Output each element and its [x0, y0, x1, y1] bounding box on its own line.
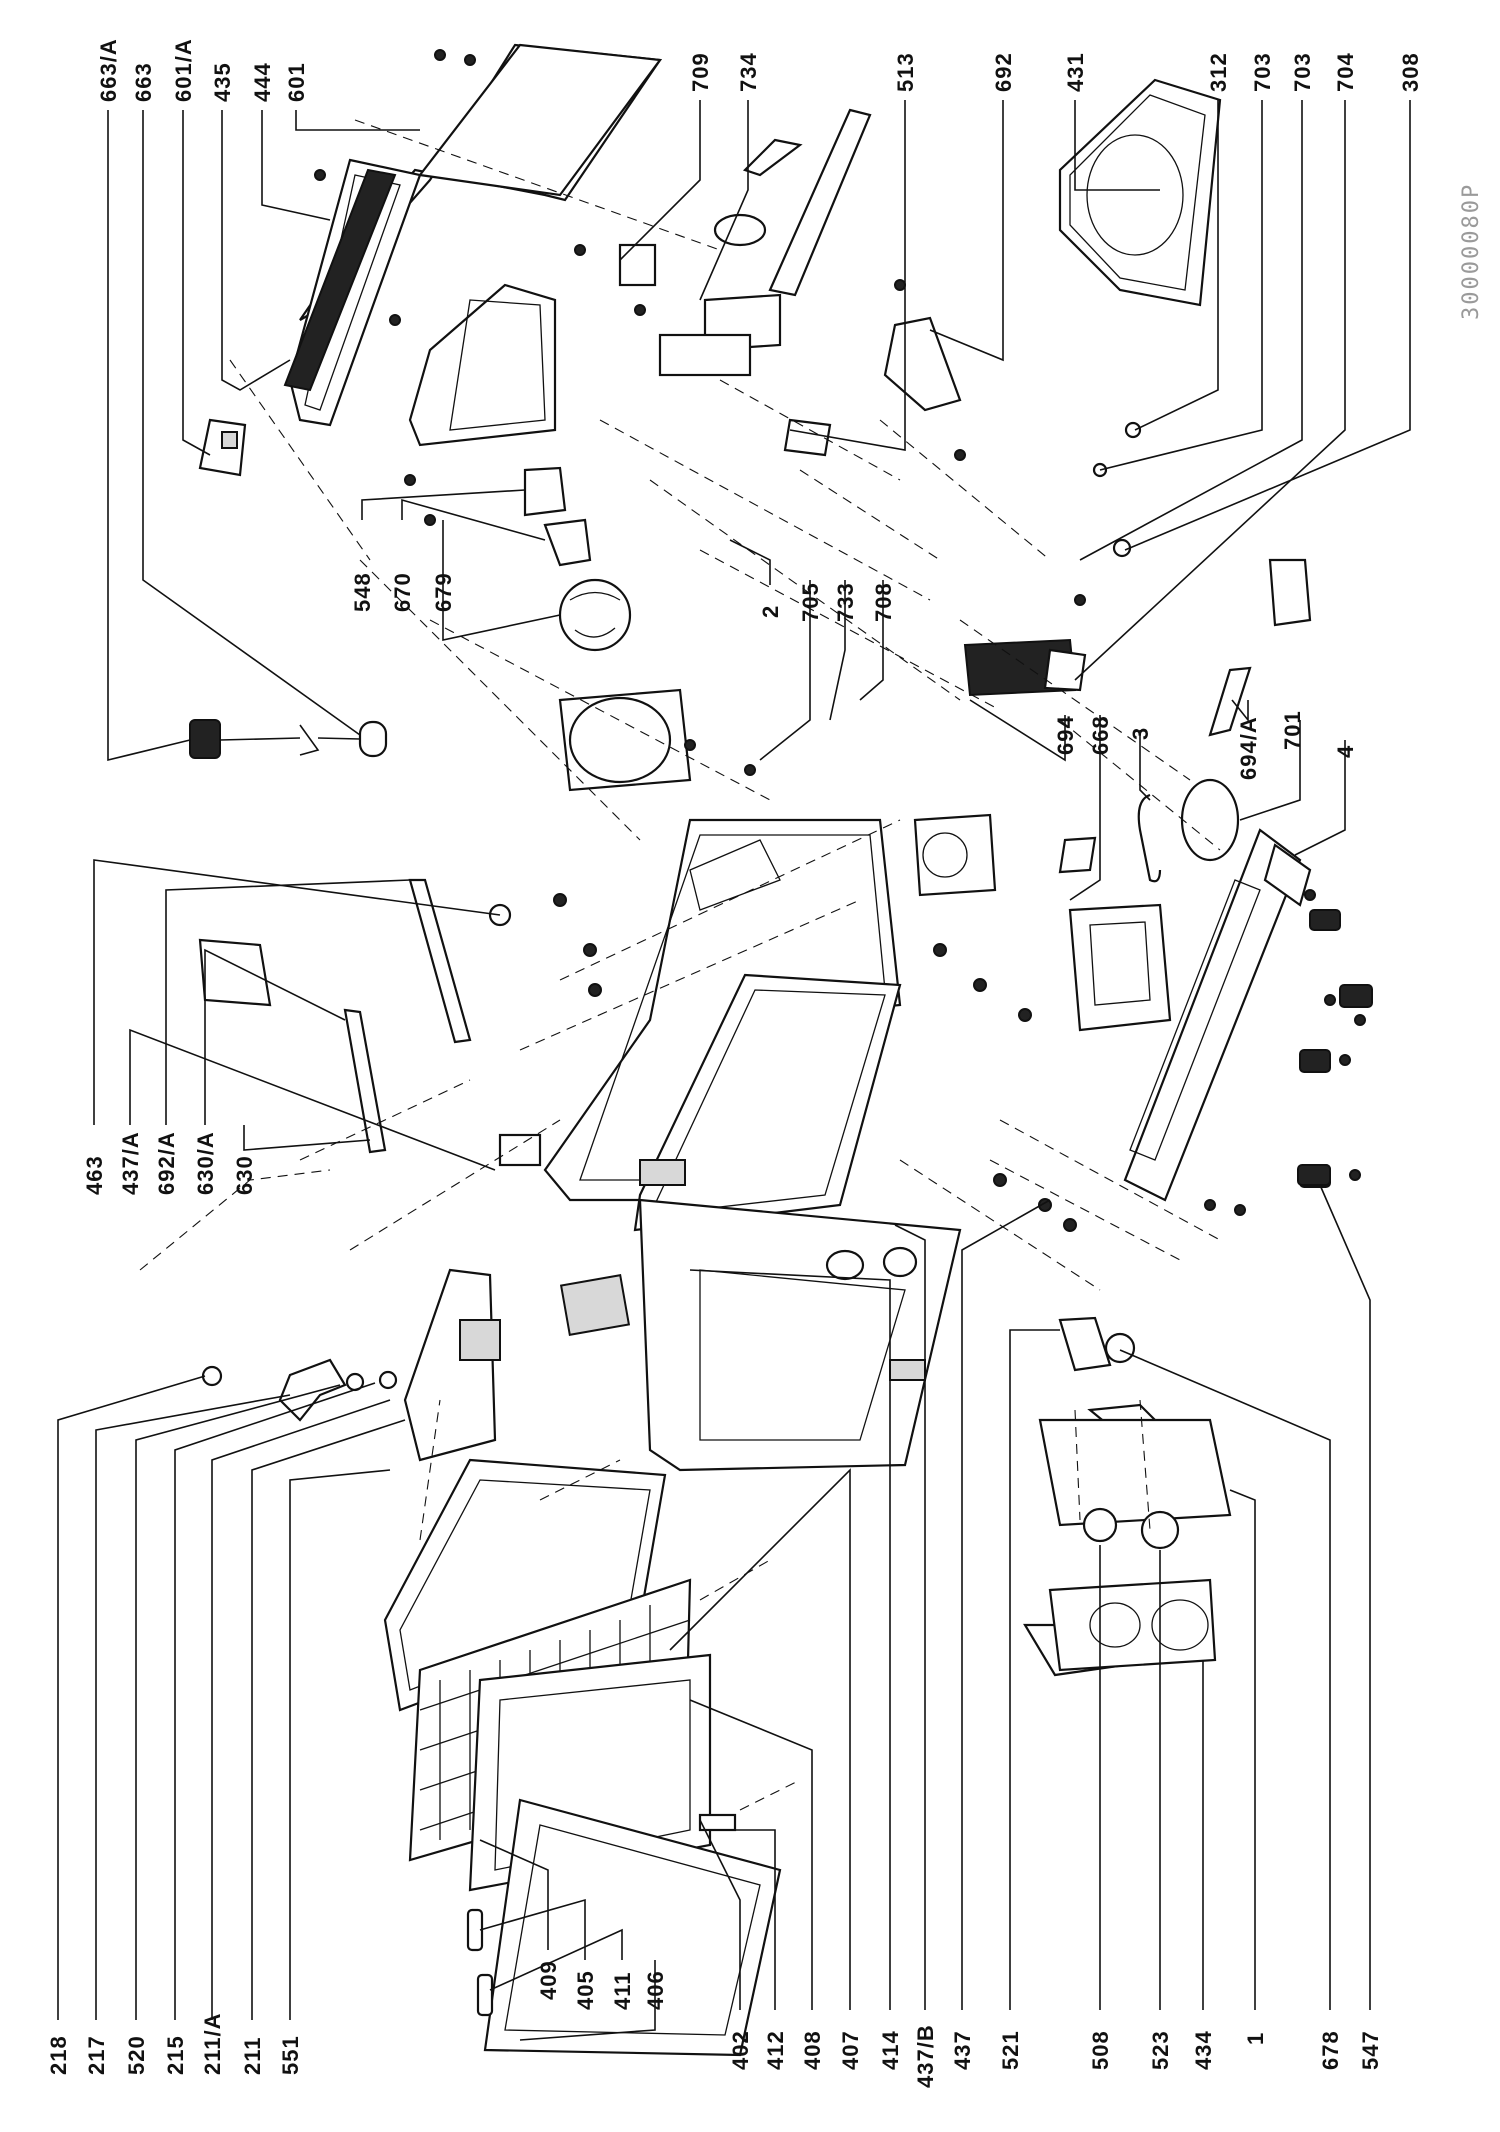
label-434: 434 [1191, 2030, 1216, 2070]
label-520: 520 [124, 2035, 149, 2075]
label-733: 733 [833, 582, 858, 622]
door-hinges [466, 1813, 737, 2017]
label-3: 3 [1128, 727, 1153, 740]
label-513: 513 [893, 52, 918, 92]
label-217: 217 [84, 2035, 109, 2075]
label-630a: 630/A [193, 1131, 218, 1195]
label-431: 431 [1063, 52, 1088, 92]
label-1: 1 [1243, 2032, 1268, 2045]
hook-3 [1137, 793, 1162, 883]
label-694a: 694/A [1236, 716, 1261, 780]
waveguide-cover-211 [403, 1268, 501, 1462]
label-692: 692 [991, 52, 1016, 92]
label-709: 709 [688, 52, 713, 92]
label-508: 508 [1088, 2030, 1113, 2070]
outer-front-414 [638, 1198, 962, 1472]
label-523: 523 [1148, 2030, 1173, 2070]
label-630: 630 [232, 1155, 257, 1195]
label-437a: 437/A [118, 1131, 143, 1195]
vent-grille-444 [283, 168, 397, 392]
magnetron [913, 813, 997, 897]
label-312: 312 [1206, 52, 1231, 92]
label-678: 678 [1318, 2030, 1343, 2070]
back-panel [408, 283, 557, 447]
label-701: 701 [1280, 710, 1305, 750]
label-670: 670 [390, 572, 415, 612]
label-521: 521 [998, 2030, 1023, 2070]
foot-547 [1297, 1164, 1331, 1186]
front-frame [633, 973, 902, 1232]
labels-top: 663/A 663 601/A 435 444 601 709 734 513 … [96, 38, 1423, 102]
stirrer-fan-assembly [201, 1358, 398, 1422]
transformer-668 [1068, 903, 1172, 1032]
label-463: 463 [82, 1155, 107, 1195]
label-211a: 211/A [200, 2013, 225, 2076]
label-734: 734 [736, 52, 761, 92]
label-679: 679 [431, 572, 456, 612]
assembly-lines [139, 119, 1221, 1811]
labels-bottom: 218 217 520 215 211/A 211 551 409 405 41… [46, 1960, 1383, 2088]
label-218: 218 [46, 2035, 71, 2075]
label-215: 215 [163, 2035, 188, 2075]
thermal-cutouts-709-734 [618, 213, 782, 377]
label-2: 2 [758, 605, 783, 618]
label-437b: 437/B [913, 2024, 938, 2088]
switch-assembly-704 [963, 638, 1087, 697]
label-412: 412 [763, 2030, 788, 2070]
turntable-motor-701 [1180, 558, 1312, 862]
label-694: 694 [1053, 715, 1078, 755]
label-703-a: 703 [1250, 52, 1275, 92]
label-703-b: 703 [1290, 52, 1315, 92]
label-211: 211 [240, 2037, 265, 2076]
label-4: 4 [1333, 745, 1358, 758]
label-414: 414 [878, 2030, 903, 2070]
clip-694 [1058, 836, 1097, 874]
fan-shroud-463 [558, 688, 692, 792]
label-692a: 692/A [154, 1131, 179, 1195]
bars-437a-692a [198, 878, 472, 1154]
latch-692 [883, 316, 962, 412]
rail-513 [742, 108, 872, 457]
fuse-holder-663 [189, 719, 388, 759]
screws [314, 49, 1366, 1232]
control-panel-parts [1023, 1316, 1232, 1677]
label-406: 406 [643, 1970, 668, 2010]
label-708: 708 [871, 582, 896, 622]
label-663: 663 [131, 62, 156, 102]
label-409: 409 [536, 1960, 561, 2000]
bushings-312-703 [1092, 421, 1142, 558]
fan-motor-assembly [523, 466, 632, 652]
label-551: 551 [278, 2035, 303, 2075]
label-601a: 601/A [171, 38, 196, 102]
center-hardware [488, 903, 631, 1336]
base-plate-4 [1123, 828, 1312, 1202]
label-705: 705 [798, 582, 823, 622]
label-407: 407 [838, 2030, 863, 2070]
outer-door-402 [483, 1798, 782, 2057]
label-548: 548 [350, 572, 375, 612]
label-405: 405 [573, 1970, 598, 2010]
label-402: 402 [728, 2030, 753, 2070]
label-547: 547 [1358, 2030, 1383, 2070]
label-435: 435 [210, 62, 235, 102]
label-444: 444 [250, 62, 275, 102]
labels-middle-lower: 463 437/A 692/A 630/A 630 [82, 1131, 257, 1195]
label-601: 601 [284, 62, 309, 102]
label-308: 308 [1398, 52, 1423, 92]
leader-lines [57, 100, 1411, 2041]
rubber-feet [1299, 909, 1373, 1188]
label-663a: 663/A [96, 38, 121, 102]
turntable-431 [1058, 78, 1222, 307]
label-437: 437 [950, 2030, 975, 2070]
labels-middle-upper: 548 670 679 2 705 733 708 694 668 3 694/… [350, 572, 1358, 780]
drawing-code: 30000080P [1459, 183, 1484, 320]
label-411: 411 [610, 1972, 635, 2011]
label-704: 704 [1333, 52, 1358, 92]
label-668: 668 [1088, 715, 1113, 755]
bracket-601a [198, 418, 247, 477]
label-408: 408 [800, 2030, 825, 2070]
